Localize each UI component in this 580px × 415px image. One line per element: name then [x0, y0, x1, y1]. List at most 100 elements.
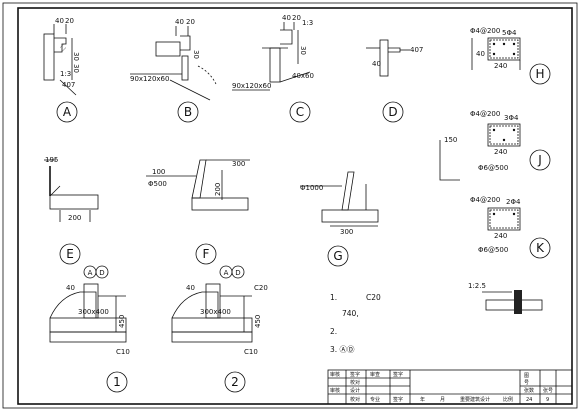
note-b-size: 90x120x60 — [130, 75, 169, 83]
detail-b-label: B — [184, 105, 192, 119]
tb-cell-19: 24 — [526, 397, 532, 403]
note-c-40x60: 40x60 — [292, 72, 314, 80]
note-k-spacing: Φ4@200 — [470, 196, 500, 204]
detail-j-label: J — [537, 153, 542, 167]
note-3: 3. ⒶⒹ — [330, 345, 355, 354]
detail-h-marker — [529, 63, 551, 85]
dim-h-240: 240 — [494, 62, 507, 70]
detail-f-marker — [195, 243, 217, 265]
general-notes: 1. C20 740, 2. 3. ⒶⒹ — [330, 293, 381, 354]
tb-cell-2: 签字 — [350, 371, 360, 378]
note-joint-ratio: 1:2.5 — [468, 282, 486, 290]
tb-cell-17: 张数 — [524, 387, 534, 394]
dim-a-30b: 30 — [72, 64, 80, 73]
note-h-spacing: Φ4@200 — [470, 27, 500, 35]
dim-k-240: 240 — [494, 232, 507, 240]
dim-g-300: 300 — [340, 228, 353, 236]
dim-s1-size: 300x400 — [78, 308, 109, 316]
note-s1-c10: C10 — [116, 348, 130, 356]
detail-h: Φ4@200 5Φ4 240 40 H — [470, 27, 551, 85]
inner-frame — [17, 7, 573, 405]
detail-c: 40 20 30 1:3 90x120x60 40x60 C — [232, 14, 314, 123]
tb-cell-20: 9 — [546, 397, 549, 403]
detail-k: Φ4@200 2Φ4 240 Φ6@500 K — [470, 196, 551, 259]
section-2: A D 40 C20 450 300x400 C10 2 — [171, 265, 268, 393]
dim-a-40: 40 — [55, 17, 64, 25]
section-1-label: 1 — [113, 375, 121, 389]
joint-detail: 1:2.5 — [468, 282, 543, 314]
section-1-marker — [106, 371, 128, 393]
detail-c-label: C — [296, 105, 304, 119]
dim-s2-450: 450 — [254, 315, 262, 328]
detail-d-label: D — [388, 105, 397, 119]
note-s2-c10: C10 — [244, 348, 258, 356]
section-1-ref-a: A — [88, 269, 93, 277]
sheet-border — [2, 2, 578, 409]
title-block: 审核 签字 审查 签字 图 号 校对 设计 审核 校对 签字 专业 年 月 重要… — [327, 369, 573, 405]
dim-h-40: 40 — [476, 50, 485, 58]
detail-b-marker — [177, 101, 199, 123]
detail-d: 40 407 D — [366, 39, 423, 123]
dim-f-100: 100 — [152, 168, 165, 176]
section-2-ref-a: A — [224, 269, 229, 277]
tb-cell-1: 审核 — [330, 371, 340, 378]
dim-s2-40: 40 — [186, 284, 195, 292]
detail-j: 150 Φ4@200 3Φ4 240 Φ6@500 J — [439, 110, 551, 181]
detail-g: Φ1000 300 G — [300, 171, 379, 267]
detail-e-label: E — [66, 247, 74, 261]
note-k-bars: 2Φ4 — [506, 198, 521, 206]
tb-cell-13: 年 — [420, 396, 425, 403]
note-a-ratio: 1:3 — [60, 70, 71, 78]
note-j-spacing: Φ4@200 — [470, 110, 500, 118]
detail-b: 40 20 30 90x120x60 B — [130, 18, 217, 123]
tb-cell-6: 号 — [524, 380, 529, 386]
dim-a-20: 20 — [65, 17, 74, 25]
dim-b-30: 30 — [192, 50, 200, 59]
detail-a-label: A — [63, 105, 72, 119]
note-k-stirrup: Φ6@500 — [478, 246, 508, 254]
tb-cell-12: 专业 — [370, 396, 380, 403]
dim-b-20: 20 — [186, 18, 195, 26]
note-1-concrete: C20 — [366, 293, 381, 302]
section-2-marker — [224, 371, 246, 393]
section-2-ref-d: D — [235, 269, 240, 277]
tb-cell-3: 审查 — [370, 371, 380, 378]
dim-f-300: 300 — [232, 160, 245, 168]
dim-j-240: 240 — [494, 148, 507, 156]
tb-cell-18: 张号 — [543, 387, 553, 394]
detail-f-label: F — [203, 247, 210, 261]
detail-c-marker — [289, 101, 311, 123]
dim-c-30: 30 — [299, 46, 307, 55]
dim-a-30: 30 — [72, 52, 80, 61]
dim-c-20: 20 — [292, 14, 301, 22]
dim-e-195: 195 — [45, 156, 58, 164]
note-s2-c20: C20 — [254, 284, 268, 292]
detail-g-marker — [327, 245, 349, 267]
dim-s1-450: 450 — [118, 315, 126, 328]
section-1: A D 40 450 300x400 C10 1 — [49, 265, 130, 393]
tb-cell-7: 校对 — [350, 379, 360, 386]
note-j-stirrup: Φ6@500 — [478, 164, 508, 172]
dim-c-40: 40 — [282, 14, 291, 22]
note-h-bars: 5Φ4 — [502, 29, 517, 37]
tb-cell-9: 审核 — [330, 387, 340, 394]
section-2-label: 2 — [231, 375, 239, 389]
tb-cell-4: 签字 — [393, 371, 403, 378]
section-1-ref-d: D — [99, 269, 104, 277]
tb-cell-11: 签字 — [393, 396, 403, 403]
detail-e-marker — [59, 243, 81, 265]
tb-cell-15: 重要建筑设计 — [460, 396, 490, 403]
dim-d-40: 40 — [372, 60, 381, 68]
tb-cell-16: 比例 — [503, 396, 513, 403]
detail-k-label: K — [536, 241, 545, 255]
note-c-size: 90x120x60 — [232, 82, 271, 90]
note-j-bars: 3Φ4 — [504, 114, 519, 122]
dim-f-200: 200 — [214, 183, 222, 196]
note-1: 1. — [330, 293, 337, 302]
note-d-407: 407 — [410, 46, 423, 54]
dim-b-40: 40 — [175, 18, 184, 26]
dim-j-150: 150 — [444, 136, 457, 144]
note-a-407: 407 — [62, 81, 75, 89]
